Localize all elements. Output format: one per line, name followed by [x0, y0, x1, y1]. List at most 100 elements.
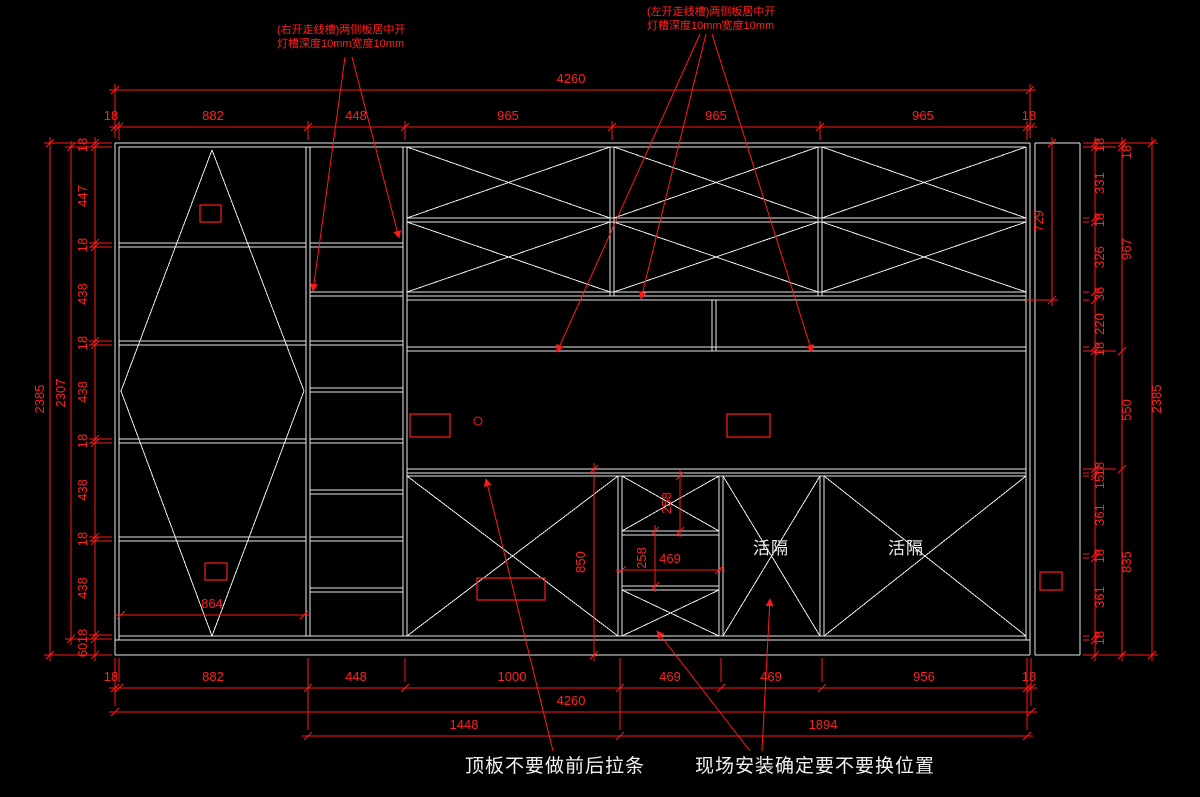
- leader-line: [711, 33, 814, 353]
- dim-tick: [1090, 142, 1100, 152]
- dim-label: 2307: [53, 379, 68, 408]
- dim-label: 448: [345, 669, 367, 684]
- dim-tick: [90, 138, 100, 148]
- dim-label: 36: [1092, 287, 1107, 301]
- note-text: 顶板不要做前后拉条: [465, 755, 645, 777]
- dim-tick: [1022, 731, 1032, 741]
- dim-tick: [110, 85, 120, 95]
- dimension-lines: [45, 85, 1157, 741]
- dim-tick: [110, 683, 120, 693]
- dim-label: 438: [75, 283, 90, 305]
- dim-tick: [1090, 635, 1100, 645]
- dim-tick: [650, 581, 660, 591]
- dim-tick: [66, 142, 76, 152]
- panel-line: [406, 146, 611, 219]
- note-text: 活隔: [888, 539, 924, 558]
- dim-label: 4260: [557, 693, 586, 708]
- dim-label: 864: [201, 596, 223, 611]
- dim-tick: [1090, 464, 1100, 474]
- leader-line: [761, 598, 774, 752]
- panel-line: [823, 475, 1027, 637]
- dim-label: 550: [1119, 399, 1134, 421]
- dim-tick: [1090, 468, 1100, 478]
- dim-tick: [90, 142, 100, 152]
- dim-tick: [1117, 346, 1127, 356]
- panel-line: [120, 149, 213, 392]
- dim-label: 18: [1092, 213, 1107, 227]
- dim-label: 15: [1092, 475, 1107, 489]
- dim-label: 18: [1092, 138, 1107, 152]
- dim-label: 469: [760, 669, 782, 684]
- outlet-rect: [476, 577, 546, 601]
- dim-tick: [1026, 683, 1036, 693]
- dim-tick: [1022, 122, 1032, 132]
- dim-tick: [1090, 217, 1100, 227]
- dim-label: 18: [75, 336, 90, 350]
- dim-label: 967: [1119, 238, 1134, 260]
- dim-label: 258: [659, 492, 674, 514]
- dim-tick: [303, 683, 313, 693]
- dim-tick: [607, 122, 617, 132]
- dim-tick: [817, 683, 827, 693]
- dim-tick: [90, 438, 100, 448]
- dim-label: 18: [1022, 669, 1036, 684]
- dim-label: 4260: [557, 71, 586, 86]
- dim-label: 18: [1092, 342, 1107, 356]
- dim-label: 331: [1092, 172, 1107, 194]
- panel-line: [211, 149, 305, 392]
- dim-tick: [90, 242, 100, 252]
- leader-line: [351, 56, 402, 239]
- leader-line: [483, 478, 554, 752]
- dim-label: 965: [912, 108, 934, 123]
- dim-tick: [114, 683, 124, 693]
- dim-label: 18: [104, 669, 118, 684]
- dim-tick: [66, 634, 76, 644]
- dim-tick: [90, 434, 100, 444]
- dim-tick: [90, 340, 100, 350]
- dim-tick: [1090, 553, 1100, 563]
- dim-label: 469: [659, 669, 681, 684]
- dim-label: 18: [75, 138, 90, 152]
- leader-line: [310, 56, 346, 292]
- annotation-text: (左开走线槽)两侧板居中开: [647, 4, 775, 18]
- dim-tick: [90, 634, 100, 644]
- panel-line: [120, 390, 213, 637]
- dim-label: 882: [202, 669, 224, 684]
- dim-label: 2385: [1149, 385, 1164, 414]
- dim-tick: [615, 683, 625, 693]
- dim-label: 60: [75, 643, 90, 657]
- dim-label: 438: [75, 479, 90, 501]
- outlet-marks: [199, 204, 1063, 601]
- dim-tick: [400, 683, 410, 693]
- dim-tick: [1090, 549, 1100, 559]
- dim-tick: [1090, 650, 1100, 660]
- dim-tick: [1147, 138, 1157, 148]
- dim-tick: [90, 650, 100, 660]
- dim-label: 835: [1119, 551, 1134, 573]
- cabinet-panel-lines: [114, 142, 1081, 656]
- dim-label: 965: [705, 108, 727, 123]
- dim-tick: [114, 122, 124, 132]
- annotation-text: (右开走线槽)两侧板居中开: [277, 22, 405, 36]
- annotation-text: 灯槽深度10mm宽度10mm: [277, 36, 404, 50]
- panel-line: [621, 475, 720, 532]
- dim-label: 18: [1092, 462, 1107, 476]
- dim-tick: [1117, 464, 1127, 474]
- dim-tick: [90, 238, 100, 248]
- dim-label: 1894: [809, 717, 838, 732]
- dim-tick: [589, 650, 599, 660]
- dim-tick: [1047, 138, 1057, 148]
- circle-mark: [473, 416, 483, 426]
- panel-line: [821, 221, 1027, 293]
- dim-label: 2385: [32, 385, 47, 414]
- dim-label: 18: [75, 238, 90, 252]
- dim-tick: [1026, 707, 1036, 717]
- dim-tick: [615, 731, 625, 741]
- dim-label: 18: [75, 532, 90, 546]
- dim-tick: [1090, 295, 1100, 305]
- dim-tick: [400, 122, 410, 132]
- panel-line: [406, 475, 619, 637]
- leader-line: [638, 33, 707, 300]
